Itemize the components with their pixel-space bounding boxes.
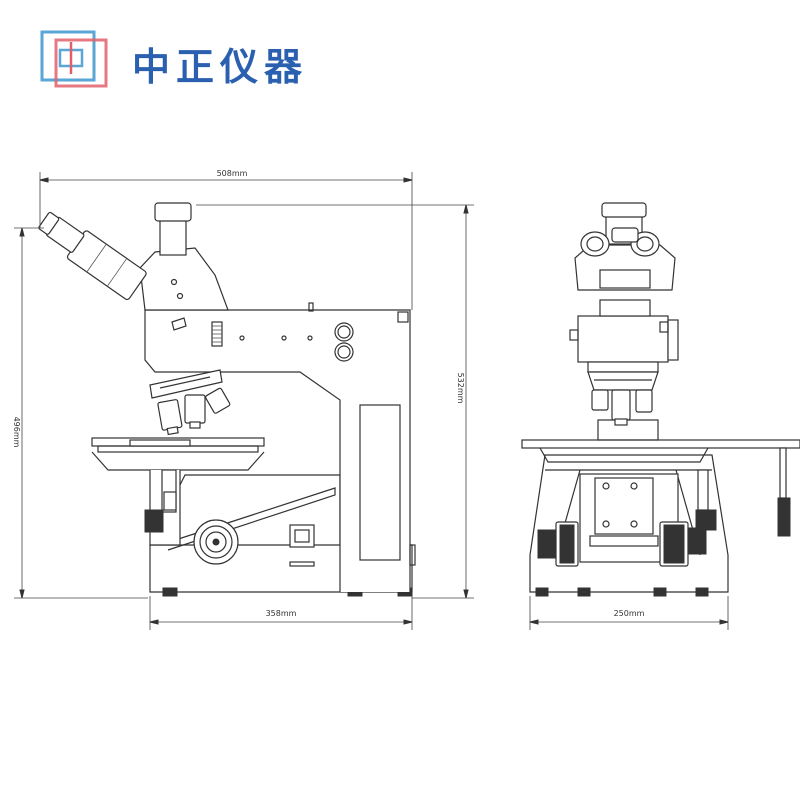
brand-name: 中正仪器 — [132, 45, 309, 89]
side-view — [38, 202, 416, 597]
brand-logo-icon — [40, 30, 108, 88]
dim-width-total: 508mm — [217, 169, 248, 178]
dim-height-left: 496mm — [12, 417, 21, 448]
dimension-lines — [14, 172, 729, 630]
front-view — [521, 202, 800, 597]
dim-side-width: 250mm — [614, 609, 645, 618]
dim-height-right: 532mm — [456, 373, 465, 404]
dim-base-depth: 358mm — [266, 609, 297, 618]
